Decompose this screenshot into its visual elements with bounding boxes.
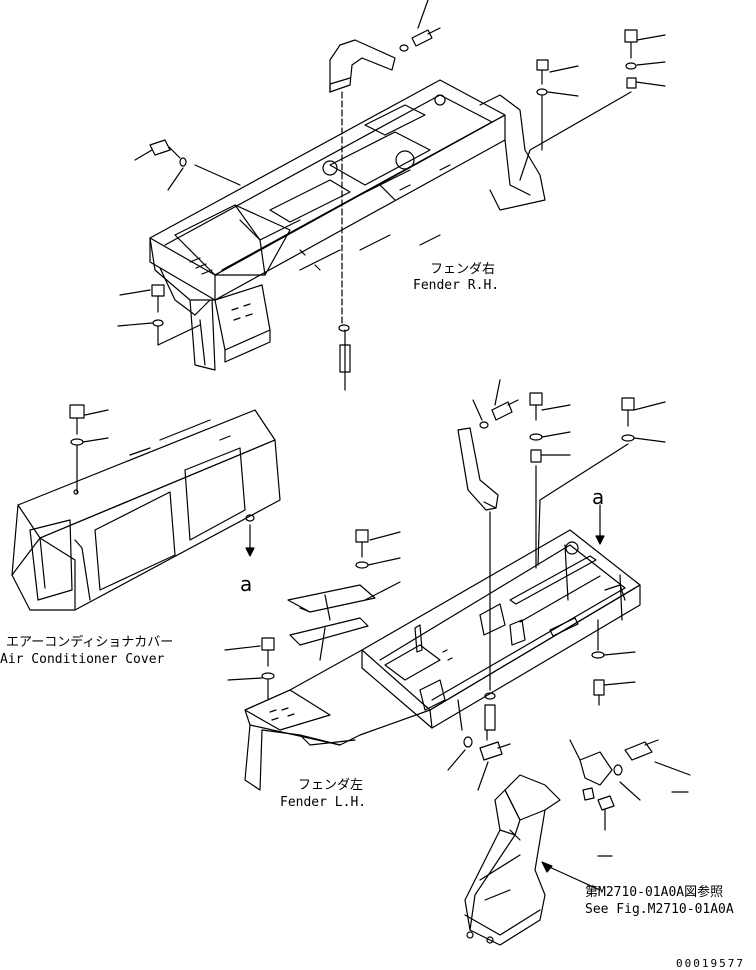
lh-shield-plates [287, 584, 376, 661]
fender-lh-assembly [244, 529, 641, 791]
drawing-number: 00019577 [676, 957, 745, 970]
fender-rh-label-jp: フェンダ右 [430, 262, 496, 277]
rh-support-bracket [329, 39, 396, 93]
reference-label-en: See Fig.M2710-01A0A [585, 902, 734, 917]
fender-rh-label-en: Fender R.H. [413, 278, 500, 293]
rh-fasteners [117, 0, 666, 346]
lh-top-fasteners [472, 379, 666, 569]
view-mark-a-left: a [240, 572, 253, 596]
ac-cover-label-jp: エアーコンディショナカバー [6, 635, 174, 650]
reference-label-jp: 第M2710-01A0A図参照 [585, 885, 724, 900]
fender-lh-label-jp: フェンダ左 [298, 778, 364, 793]
lh-support-bracket [457, 427, 499, 511]
fender-rh-assembly [149, 79, 546, 371]
support-pillar [464, 774, 601, 946]
ac-cover-label-en: Air Conditioner Cover [0, 652, 165, 667]
clamp-hardware [569, 739, 691, 857]
lh-bottom-fasteners [447, 619, 636, 791]
lh-left-fasteners [224, 529, 401, 701]
ac-fasteners [69, 404, 109, 493]
fender-lh-label-en: Fender L.H. [280, 795, 367, 810]
view-mark-a-right: a [592, 485, 605, 509]
air-conditioner-cover [11, 409, 281, 611]
